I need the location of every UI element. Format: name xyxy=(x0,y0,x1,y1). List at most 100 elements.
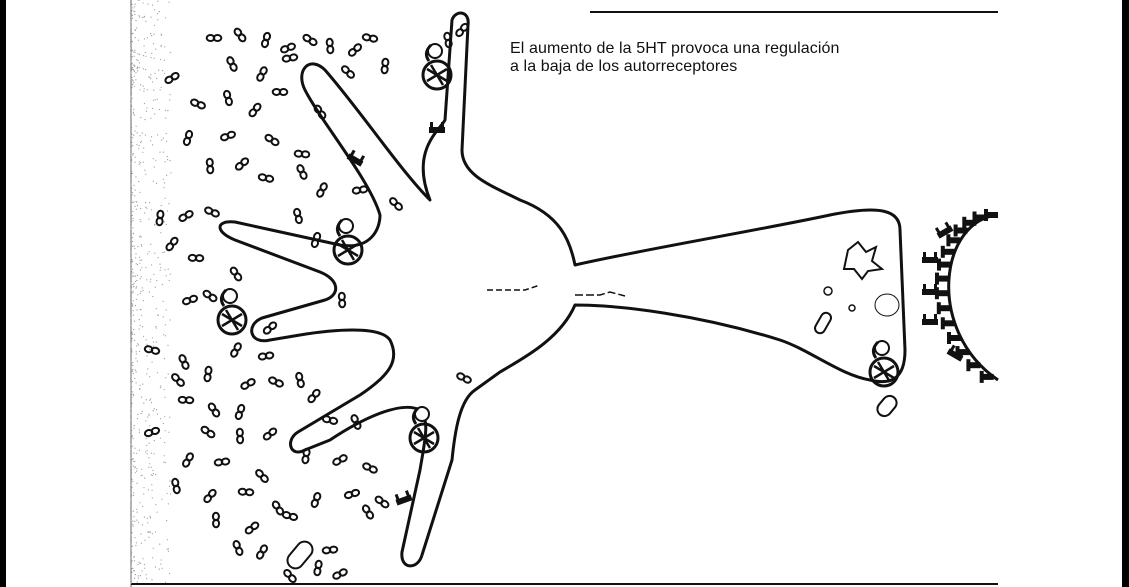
stipple-dot xyxy=(134,340,135,341)
stipple-dot xyxy=(140,208,141,209)
stipple-dot xyxy=(169,2,170,3)
serotonin-molecule-icon xyxy=(258,352,273,360)
stipple-dot xyxy=(131,184,132,185)
serotonin-molecule-icon xyxy=(144,427,160,437)
stipple-dot xyxy=(140,219,141,220)
stipple-dot xyxy=(151,35,152,36)
stipple-dot xyxy=(162,284,163,285)
stipple-dot xyxy=(165,118,166,119)
stipple-dot xyxy=(131,349,132,350)
stipple-dot xyxy=(133,315,134,316)
stipple-dot xyxy=(131,528,132,529)
stipple-dot xyxy=(136,520,137,521)
serotonin-molecule-icon xyxy=(206,159,213,174)
stipple-dot xyxy=(153,90,154,91)
stipple-dot xyxy=(134,461,135,462)
stipple-dot xyxy=(130,465,131,466)
stipple-dot xyxy=(131,213,132,214)
stipple-dot xyxy=(131,332,132,333)
stipple-dot xyxy=(136,371,137,372)
stipple-dot xyxy=(147,522,148,523)
stipple-dot xyxy=(131,47,132,48)
stipple-dot xyxy=(157,13,158,14)
stipple-dot xyxy=(153,342,154,343)
stipple-dot xyxy=(163,187,164,188)
stipple-dot xyxy=(131,419,132,420)
stipple-dot xyxy=(145,438,146,439)
stipple-dot xyxy=(130,228,131,229)
stipple-dot xyxy=(154,9,155,10)
serotonin-molecule-icon xyxy=(256,544,269,560)
stipple-dot xyxy=(131,517,132,518)
stipple-dot xyxy=(134,29,135,30)
stipple-dot xyxy=(132,145,133,146)
stipple-dot xyxy=(139,563,140,564)
stipple-dot xyxy=(151,57,152,58)
caption: El aumento de la 5HT provoca una regulac… xyxy=(510,40,930,76)
serotonin-molecule-icon xyxy=(179,397,194,404)
serotonin-molecule-icon xyxy=(302,34,318,47)
stipple-dot xyxy=(164,442,165,443)
stipple-dot xyxy=(135,305,136,306)
stipple-dot xyxy=(136,299,137,300)
serotonin-molecule-icon xyxy=(213,513,219,528)
stipple-dot xyxy=(138,40,139,41)
serotonin-molecule-icon xyxy=(381,58,388,73)
stipple-dot xyxy=(132,446,133,447)
stipple-dot xyxy=(133,438,134,439)
stipple-dot xyxy=(161,499,162,500)
stipple-dot xyxy=(132,272,133,273)
stipple-dot xyxy=(130,282,131,283)
stipple-dot xyxy=(144,540,145,541)
stipple-dot xyxy=(135,176,136,177)
stipple-dot xyxy=(130,204,131,205)
stipple-dot xyxy=(131,259,132,260)
stipple-dot xyxy=(143,55,144,56)
stipple-dot xyxy=(169,573,170,574)
stipple-dot xyxy=(133,511,134,512)
stipple-dot xyxy=(132,194,133,195)
serotonin-molecule-icon xyxy=(207,35,222,41)
stipple-dot xyxy=(164,455,165,456)
stipple-dot xyxy=(131,348,132,349)
stipple-dot xyxy=(130,153,131,154)
stipple-dot xyxy=(144,88,145,89)
stipple-dot xyxy=(162,252,163,253)
stipple-dot xyxy=(147,253,148,254)
stipple-dot xyxy=(134,52,135,53)
stipple-dot xyxy=(142,475,143,476)
caption-line-1: El aumento de la 5HT provoca una regulac… xyxy=(510,40,930,58)
stipple-dot xyxy=(167,549,168,550)
stipple-dot xyxy=(145,52,146,53)
stipple-dot xyxy=(164,182,165,183)
stipple-dot xyxy=(131,223,132,224)
stipple-dot xyxy=(160,563,161,564)
comb-receptor-group xyxy=(347,122,966,506)
stipple-dot xyxy=(132,84,133,85)
stipple-dot xyxy=(132,269,133,270)
stipple-dot xyxy=(165,198,166,199)
stipple-dot xyxy=(133,113,134,114)
serotonin-molecule-icon xyxy=(273,89,288,95)
stipple-dot xyxy=(131,103,132,104)
stipple-dot xyxy=(148,457,149,458)
stipple-dot xyxy=(133,201,134,202)
stipple-dot xyxy=(152,497,153,498)
stipple-dot xyxy=(161,87,162,88)
stipple-dot xyxy=(168,503,169,504)
stipple-dot xyxy=(156,341,157,342)
stipple-dot xyxy=(141,141,142,142)
serotonin-molecule-icon xyxy=(189,255,204,262)
autoreceptor-icon xyxy=(218,289,246,334)
serotonin-molecule-icon xyxy=(237,429,244,444)
stipple-dot xyxy=(132,192,133,193)
stipple-dot xyxy=(156,327,157,328)
stipple-dot xyxy=(130,384,131,385)
stipple-dot xyxy=(144,517,145,518)
stipple-dot xyxy=(151,484,152,485)
stipple-dot xyxy=(155,160,156,161)
stipple-dot xyxy=(131,564,132,565)
stipple-dot xyxy=(139,429,140,430)
stipple-dot xyxy=(136,509,137,510)
